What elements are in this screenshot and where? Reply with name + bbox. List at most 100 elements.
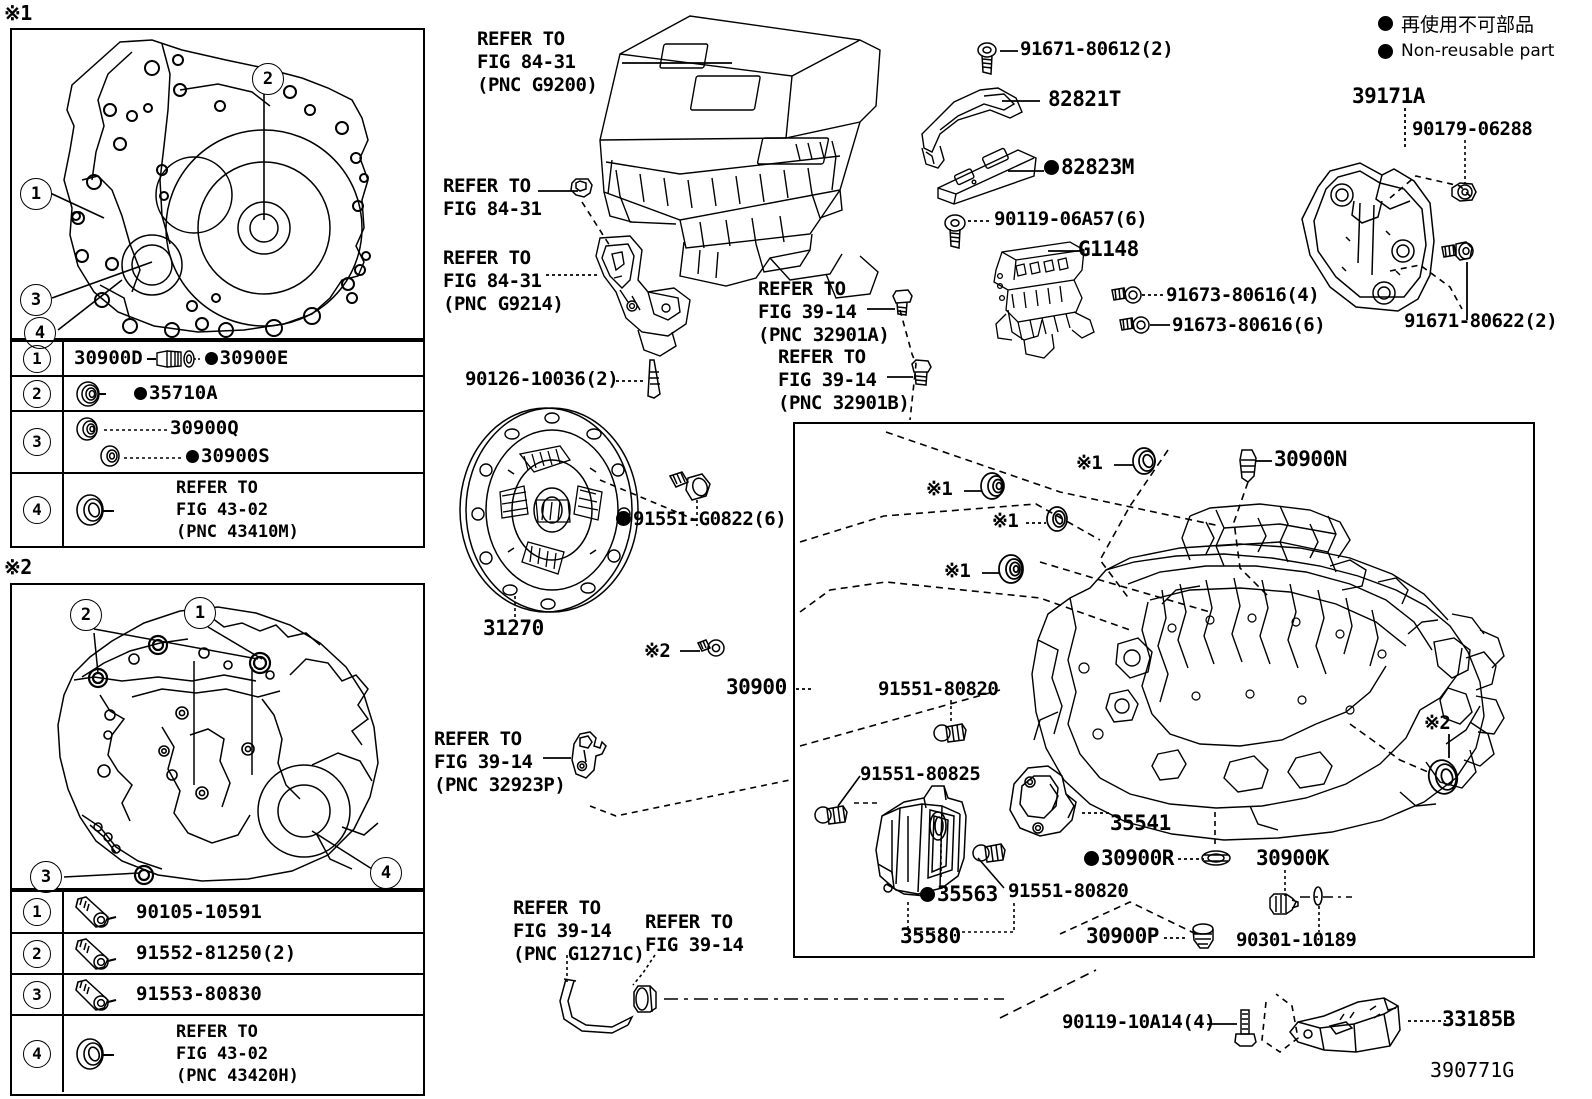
seal-icon [1132, 447, 1156, 475]
leader-line [964, 490, 982, 492]
part-number-35563-label: 35563 [920, 883, 998, 906]
leader-line [543, 757, 571, 759]
transmission-assembly-illustration [1031, 503, 1505, 841]
part-number-35710A: 35710A [134, 382, 218, 405]
leader-line [632, 954, 656, 986]
legend-japanese-text: 再使用不可部品 [1401, 14, 1535, 36]
leader-line-dotted [968, 220, 990, 222]
table-row: 1 90105-10591 [12, 892, 423, 934]
part-number-30900E: 30900E [204, 347, 288, 370]
o-ring-icon [929, 811, 947, 841]
refer-to-fig-39-14-pnc-g1271c-label: REFER TO FIG 39-14 (PNC G1271C) [513, 897, 645, 965]
part-number-39171A-label: 39171A [1352, 84, 1425, 108]
leader-line-dotted [1082, 812, 1110, 814]
leader-line-dashed [999, 969, 1097, 1019]
part-number-91552-81250: 91552-81250(2) [136, 942, 297, 964]
row-number: 2 [23, 379, 51, 408]
refer-to-fig-84-31-pnc-g9214-label: REFER TO FIG 84-31 (PNC G9214) [443, 247, 564, 315]
row-content: 35710A [64, 377, 423, 410]
row-content: REFER TO FIG 43-02 (PNC 43420H) [64, 1016, 423, 1092]
bolt-icon [74, 937, 117, 971]
panel1-callout-2: 2 [252, 63, 284, 95]
panel-2-illustration: 2 1 3 4 [10, 583, 425, 893]
leader-line [977, 857, 1005, 889]
leader-line [1000, 50, 1018, 52]
table-row: 3 30900Q [12, 412, 423, 474]
panel-1-parts-table: 1 30900D 30900E 2 [10, 340, 425, 548]
part-number-91551-80825-label: 91551-80825 [860, 763, 981, 785]
part-number-30900-label: 30900 [726, 675, 787, 699]
table-row: 1 30900D 30900E [12, 342, 423, 377]
part-number-91551-80820-top-label: 91551-80820 [878, 678, 999, 700]
leader-line [1008, 170, 1044, 172]
refer-to-fig-84-31-label: REFER TO FIG 84-31 [443, 175, 542, 220]
transmission-assembly-box [793, 422, 1535, 958]
leader-line [1214, 812, 1216, 848]
note-marker-2-seal-label: ※2 [1424, 712, 1451, 734]
part-number-33185B-label: 33185B [1442, 1007, 1515, 1031]
leader-line-dotted [1164, 937, 1188, 939]
part-number-91671-80612-label: 91671-80612(2) [1020, 38, 1174, 60]
transmission-mount-stay-illustration [1289, 997, 1401, 1053]
part-number-30900R-label: 30900R [1084, 847, 1174, 870]
row-number-cell: 2 [12, 377, 64, 410]
leader-line-dashed [664, 998, 1004, 1000]
part-number-91551-80820-bottom-label: 91551-80820 [1008, 880, 1129, 902]
row-number-cell: 1 [12, 342, 64, 375]
panel1-callout-4: 4 [24, 317, 56, 349]
part-number-31270-label: 31270 [483, 616, 544, 640]
washer-icon [98, 444, 124, 468]
bearing-icon [74, 416, 104, 442]
part-number-91673-80616-6-label: 91673-80616(6) [1172, 314, 1326, 336]
leader-line [1466, 262, 1468, 320]
refer-to-fig-39-14-pnc-32901a-label: REFER TO FIG 39-14 (PNC 32901A) [758, 278, 890, 346]
leader-line [867, 308, 895, 310]
row-number-cell: 4 [12, 474, 64, 546]
leader-line [1464, 140, 1466, 184]
oil-seal-icon [74, 380, 106, 407]
part-number-91671-80622-label: 91671-80622(2) [1404, 310, 1558, 332]
leader-line-dashed [1389, 175, 1471, 199]
leader-line-bracket [907, 902, 1015, 933]
note-marker-1-label: ※1 [4, 1, 32, 25]
non-reusable-dot-icon [186, 450, 199, 463]
row-number: 3 [23, 428, 51, 456]
note-marker-1-seal-d-label: ※1 [944, 560, 971, 582]
refer-to-fig-43-02-pnc-43410m: REFER TO [176, 478, 258, 498]
leader-line-dotted [616, 380, 644, 382]
bolt-icon [1119, 316, 1150, 334]
bolt-icon [1111, 286, 1142, 304]
bolt-icon [1234, 1009, 1257, 1047]
leader-line [1207, 1023, 1237, 1025]
bolt-icon [74, 895, 117, 929]
leader-line-dashed [599, 479, 711, 527]
row-content: 30900Q 30900S [64, 412, 423, 472]
bolt-icon [977, 42, 997, 75]
table-row: 2 91552-81250(2) [12, 934, 423, 975]
part-number-30900Q: 30900Q [170, 417, 239, 439]
bolt-icon [1441, 241, 1474, 261]
part-number-91553-80830: 91553-80830 [136, 983, 262, 1005]
non-reusable-dot-icon [1378, 16, 1393, 31]
non-reusable-dot-icon [204, 352, 218, 365]
leader-line [566, 955, 568, 983]
leader-line-dashed [899, 309, 917, 421]
leader-line-dashed [799, 689, 1001, 747]
row-number-cell: 2 [12, 934, 64, 973]
leader-line-dashed [1261, 993, 1299, 1053]
row-number-cell: 4 [12, 1016, 64, 1092]
row-number: 1 [23, 898, 51, 926]
panel2-callout-2: 2 [70, 599, 102, 631]
water-hose-illustration [559, 978, 634, 1034]
oil-seal-icon [74, 493, 114, 527]
row-number: 1 [23, 344, 51, 373]
leader-line [1114, 464, 1134, 466]
part-number-91551-G0822-label: 91551-G0822(6) [616, 508, 787, 531]
leader-line [1318, 906, 1320, 932]
oil-seal-icon [74, 1037, 114, 1071]
panel-1-illustration: 2 1 3 4 [10, 28, 425, 349]
non-reusable-dot-icon [1044, 160, 1059, 175]
bolt-icon [933, 723, 967, 743]
leader-line [1048, 250, 1082, 252]
